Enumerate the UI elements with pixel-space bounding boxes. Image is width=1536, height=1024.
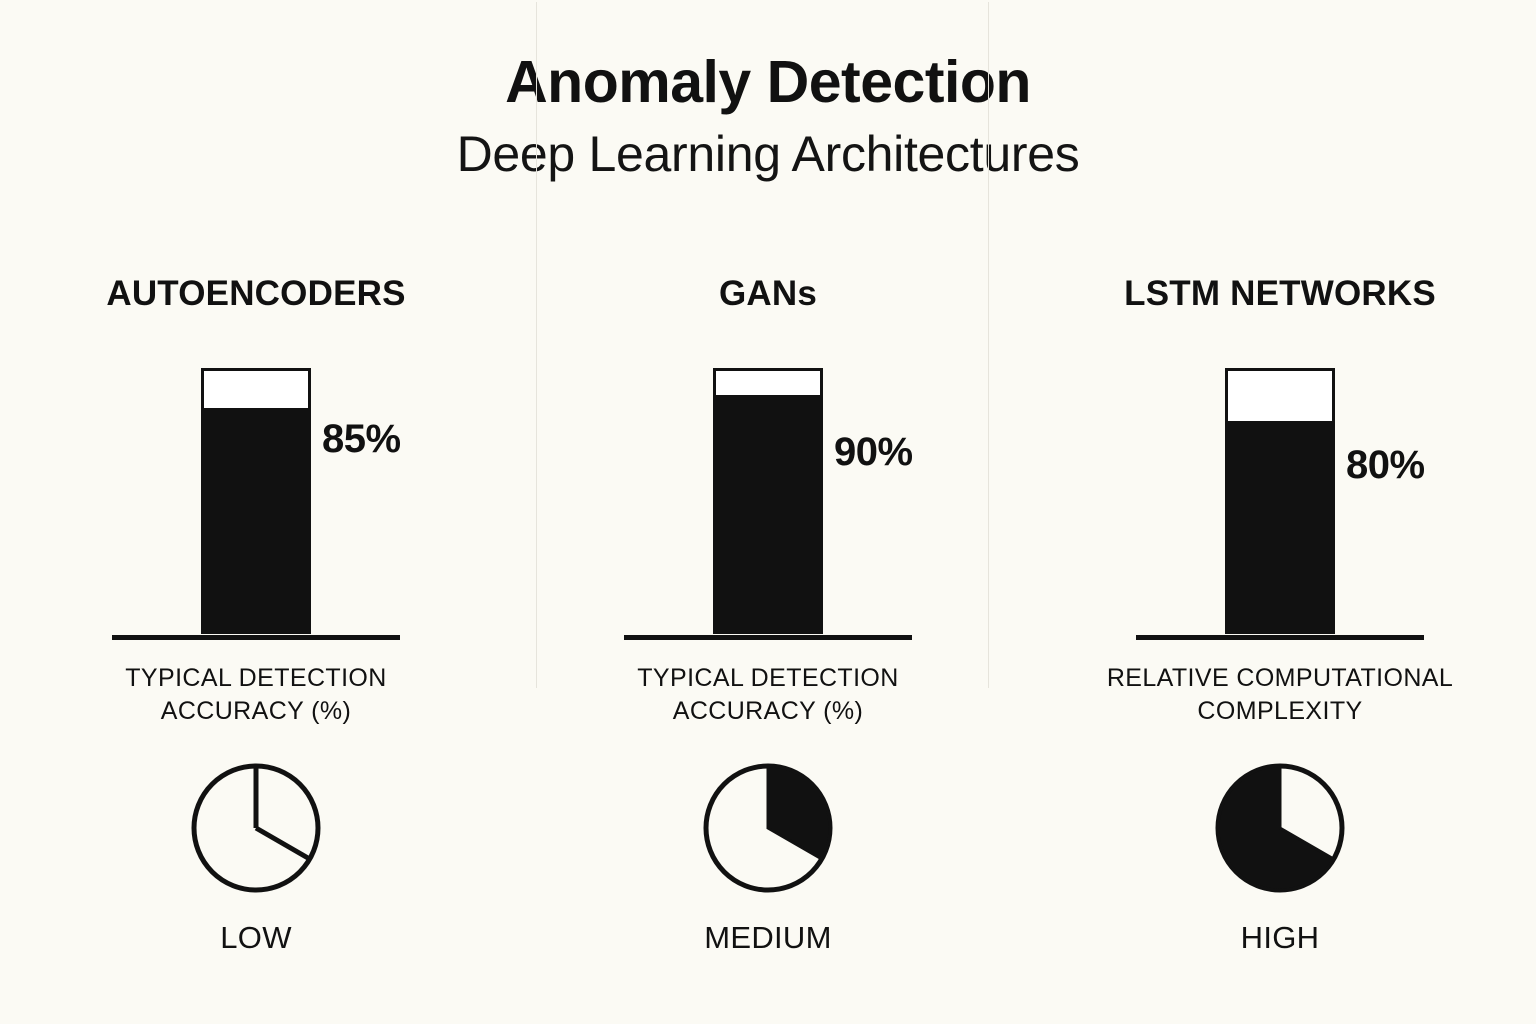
bar-chart-autoencoders: 85% — [0, 358, 512, 648]
metric-caption-line-2: COMPLEXITY — [1197, 697, 1363, 725]
bar-track — [713, 368, 823, 634]
complexity-pie-chart-low — [186, 758, 326, 898]
complexity-label: LOW — [220, 920, 292, 955]
bar-fill — [201, 407, 311, 634]
bar-value-label: 80% — [1346, 443, 1425, 487]
bar-chart-gans: 90% — [512, 358, 1024, 648]
bar-chart-lstm: 80% — [1024, 358, 1536, 648]
complexity-pie-chart-medium — [698, 758, 838, 898]
metric-caption-line-2: ACCURACY (%) — [672, 697, 864, 725]
architecture-title: GANs — [718, 274, 818, 313]
metric-caption: TYPICAL DETECTION ACCURACY (%) — [512, 662, 1024, 728]
architecture-columns: AUTOENCODERS 85% TYPICAL DETECTION ACCUR… — [0, 258, 1536, 958]
column-divider-2 — [988, 2, 989, 688]
architecture-column-lstm: LSTM NETWORKS 80% RELATIVE COMPUTATIONAL… — [1024, 258, 1536, 958]
column-divider-1 — [536, 2, 537, 688]
bar-fill — [713, 394, 823, 634]
metric-caption-line-1: RELATIVE COMPUTATIONAL — [1106, 664, 1454, 692]
page-subtitle: Deep Learning Architectures — [456, 125, 1080, 182]
bar-value-label: 85% — [322, 417, 401, 461]
bar-baseline — [624, 635, 912, 640]
metric-caption: TYPICAL DETECTION ACCURACY (%) — [0, 662, 512, 728]
bar-track — [201, 368, 311, 634]
architecture-title: LSTM NETWORKS — [1124, 274, 1436, 313]
complexity-label: MEDIUM — [704, 920, 832, 955]
poster-header: Anomaly Detection Deep Learning Architec… — [0, 49, 1536, 183]
architecture-column-gans: GANs 90% TYPICAL DETECTION ACCURACY (%) — [512, 258, 1024, 958]
bar-track — [1225, 368, 1335, 634]
page-title: Anomaly Detection — [505, 49, 1031, 115]
metric-caption-line-1: TYPICAL DETECTION — [125, 664, 387, 692]
bar-baseline — [112, 635, 400, 640]
metric-caption-line-1: TYPICAL DETECTION — [637, 664, 899, 692]
metric-caption: RELATIVE COMPUTATIONAL COMPLEXITY — [1024, 662, 1536, 728]
bar-value-label: 90% — [834, 430, 913, 474]
bar-baseline — [1136, 635, 1424, 640]
complexity-pie-chart-high — [1210, 758, 1350, 898]
metric-caption-line-2: ACCURACY (%) — [160, 697, 352, 725]
bar-fill — [1225, 421, 1335, 634]
architecture-column-autoencoders: AUTOENCODERS 85% TYPICAL DETECTION ACCUR… — [0, 258, 512, 958]
complexity-label: HIGH — [1240, 920, 1320, 955]
architecture-title: AUTOENCODERS — [106, 274, 406, 313]
